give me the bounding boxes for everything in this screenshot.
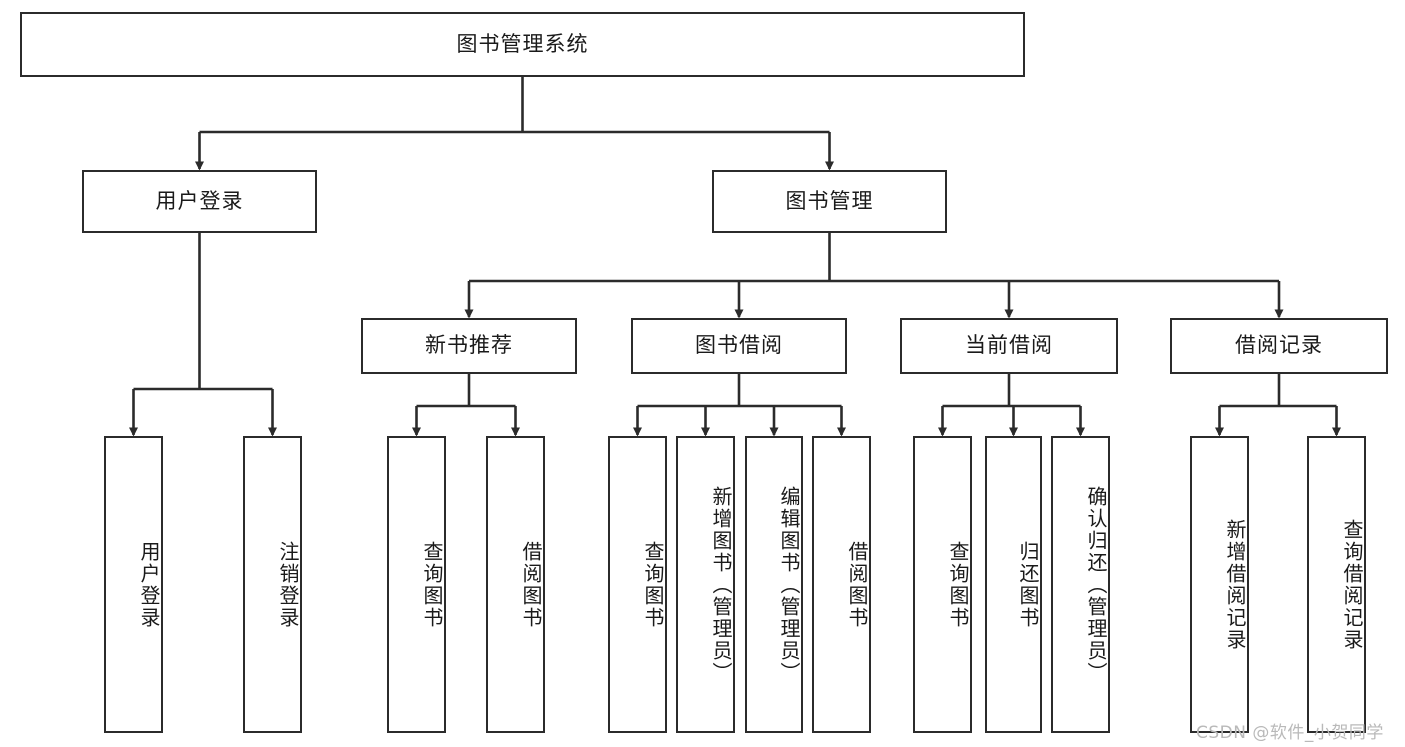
- node-records[interactable]: 借阅记录: [1170, 318, 1388, 374]
- node-label: 新增图书（管理员）: [709, 485, 733, 684]
- node-leaf-rec-1[interactable]: 新增借阅记录: [1190, 436, 1249, 733]
- node-bookmgmt[interactable]: 图书管理: [712, 170, 947, 233]
- node-leaf-bor-3[interactable]: 编辑图书（管理员）: [745, 436, 803, 733]
- node-leaf-rec-2[interactable]: 查询借阅记录: [1307, 436, 1366, 733]
- node-leaf-bor-2[interactable]: 新增图书（管理员）: [676, 436, 735, 733]
- node-label: 图书借阅: [695, 333, 783, 358]
- node-label: 查询借阅记录: [1340, 518, 1364, 651]
- node-leaf-bor-4[interactable]: 借阅图书: [812, 436, 871, 733]
- node-label: 查询图书: [641, 540, 665, 629]
- node-label: 用户登录: [137, 540, 161, 629]
- node-label: 借阅图书: [519, 540, 543, 629]
- node-leaf-cur-3[interactable]: 确认归还（管理员）: [1051, 436, 1110, 733]
- node-label: 图书管理系统: [456, 31, 589, 56]
- node-newbook[interactable]: 新书推荐: [361, 318, 577, 374]
- node-login[interactable]: 用户登录: [82, 170, 317, 233]
- node-label: 注销登录: [276, 540, 300, 629]
- node-leaf-cur-1[interactable]: 查询图书: [913, 436, 972, 733]
- edges-group: [129, 77, 1341, 437]
- node-label: 借阅图书: [845, 540, 869, 629]
- node-label: 当前借阅: [965, 333, 1053, 358]
- node-label: 新增借阅记录: [1223, 518, 1247, 651]
- node-leaf-cur-2[interactable]: 归还图书: [985, 436, 1042, 733]
- node-label: 用户登录: [155, 188, 244, 213]
- node-label: 新书推荐: [425, 333, 513, 358]
- node-leaf-login-1[interactable]: 用户登录: [104, 436, 163, 733]
- node-label: 图书管理: [785, 188, 874, 213]
- node-label: 归还图书: [1016, 540, 1040, 629]
- node-leaf-bor-1[interactable]: 查询图书: [608, 436, 667, 733]
- node-leaf-login-2[interactable]: 注销登录: [243, 436, 302, 733]
- node-label: 确认归还（管理员）: [1084, 485, 1108, 684]
- node-leaf-new-1[interactable]: 查询图书: [387, 436, 446, 733]
- node-current[interactable]: 当前借阅: [900, 318, 1118, 374]
- node-root[interactable]: 图书管理系统: [20, 12, 1025, 77]
- node-label: 编辑图书（管理员）: [777, 485, 801, 684]
- node-borrow[interactable]: 图书借阅: [631, 318, 847, 374]
- node-label: 查询图书: [420, 540, 444, 629]
- node-label: 借阅记录: [1235, 333, 1323, 358]
- node-label: 查询图书: [946, 540, 970, 629]
- node-leaf-new-2[interactable]: 借阅图书: [486, 436, 545, 733]
- watermark: CSDN @软件_小贺同学: [1196, 723, 1384, 743]
